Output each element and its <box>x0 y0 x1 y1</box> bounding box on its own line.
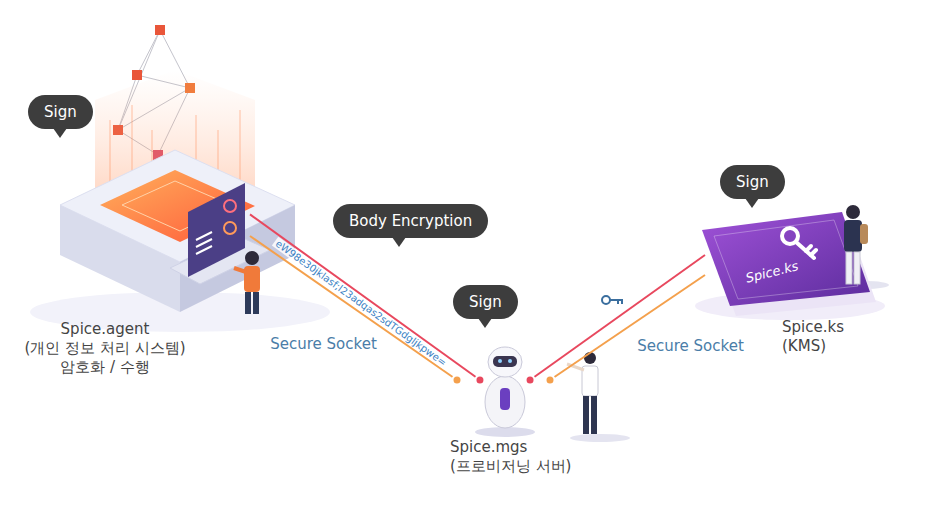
tile-label: Spice.ks <box>744 258 800 286</box>
screen <box>188 183 245 277</box>
system-node: Spice.agent(개인 정보 처리 시스템)암호화 / 수행 <box>20 140 250 380</box>
bubble-tail <box>392 237 406 247</box>
speech-bubble: Sign <box>28 95 93 129</box>
person <box>844 205 868 284</box>
tile-inner <box>714 220 858 299</box>
screen-ring <box>224 222 236 234</box>
robot-stripe <box>500 388 510 410</box>
person-head <box>846 205 860 219</box>
screen-line <box>196 232 212 240</box>
bubble-text: Sign <box>736 172 769 192</box>
key-icon <box>602 296 623 304</box>
person-head <box>245 251 259 265</box>
screen-line <box>196 239 212 247</box>
node-caption: Spice.agent(개인 정보 처리 시스템)암호화 / 수행 <box>20 320 190 377</box>
cube <box>132 70 142 80</box>
node-title: Spice.mgs <box>450 438 571 457</box>
robot-head <box>488 347 522 377</box>
socket-end <box>453 376 462 385</box>
robot-body <box>485 376 525 428</box>
node-caption: Spice.ks(KMS) <box>782 318 844 356</box>
speech-bubble: Sign <box>453 285 518 319</box>
node-title: Spice.ks <box>782 318 844 337</box>
person-leg <box>583 396 589 434</box>
screen-icons <box>196 200 236 254</box>
person-leg <box>253 292 259 314</box>
bubble-tail <box>745 198 759 208</box>
key-ring <box>602 296 610 304</box>
node-title: Spice.agent <box>20 320 190 339</box>
node-subtitle: (개인 정보 처리 시스템) <box>20 339 190 358</box>
cube <box>155 25 165 35</box>
socket-line <box>550 275 705 380</box>
socket-line <box>250 214 480 380</box>
socket-end <box>475 376 484 385</box>
bubble-text: Body Encryption <box>349 211 472 231</box>
socket-end <box>526 376 535 385</box>
node-subtitle: 암호화 / 수행 <box>20 358 190 377</box>
edge-label: Secure Socket <box>634 337 747 355</box>
socket-line <box>530 255 705 380</box>
speech-bubble: Sign <box>720 165 785 199</box>
edge-label: Secure Socket <box>267 335 380 353</box>
bubble-text: Sign <box>469 292 502 312</box>
person <box>234 251 260 314</box>
person-body <box>844 220 862 252</box>
robot-eye <box>508 359 512 363</box>
person-arm <box>234 268 246 272</box>
screen-ring <box>224 200 236 212</box>
robot-eye <box>498 359 502 363</box>
key-tooth <box>806 246 811 251</box>
node-subtitle: (KMS) <box>782 337 844 356</box>
key-tooth <box>811 250 816 255</box>
speech-bubble: Body Encryption <box>333 204 488 238</box>
node-subtitle: (프로비저닝 서버) <box>450 457 571 476</box>
key-tooth <box>621 300 623 304</box>
person-leg <box>854 252 860 284</box>
person-leg <box>245 292 251 314</box>
screen-line <box>196 246 212 254</box>
socket-line <box>250 236 457 380</box>
network-link <box>137 30 160 75</box>
key-symbol <box>782 228 816 258</box>
bubble-text: Sign <box>44 102 77 122</box>
robot <box>485 347 525 428</box>
system-node: Spice.mgs(프로비저닝 서버) <box>445 380 595 480</box>
robot-visor <box>493 356 517 367</box>
node-caption: Spice.mgs(프로비저닝 서버) <box>450 438 571 476</box>
bubble-tail <box>53 128 67 138</box>
person-leg <box>846 252 852 284</box>
person-body <box>582 366 598 396</box>
key-tooth <box>617 300 619 304</box>
person-backpack <box>860 224 868 244</box>
socket-end <box>546 376 555 385</box>
kms-tile <box>702 212 870 306</box>
person-leg <box>591 396 597 434</box>
floor-shadow <box>570 434 630 442</box>
person-body <box>244 266 260 292</box>
bubble-tail <box>478 318 492 328</box>
